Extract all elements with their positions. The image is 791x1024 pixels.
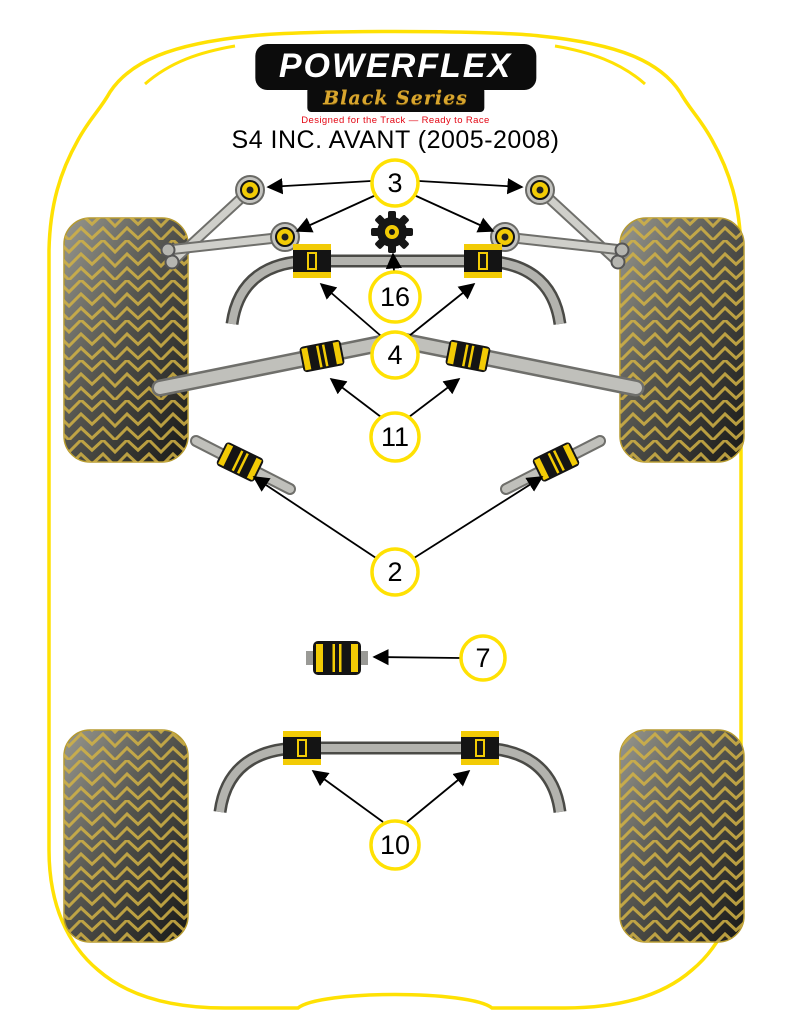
callout-7: 7 bbox=[459, 634, 507, 682]
tire-front-left bbox=[63, 217, 189, 463]
callout-10: 10 bbox=[369, 819, 421, 871]
logo-tagline: Designed for the Track — Ready to Race bbox=[301, 114, 490, 126]
callout-2: 2 bbox=[370, 547, 420, 597]
callout-4: 4 bbox=[370, 330, 420, 380]
gear-bush bbox=[371, 211, 413, 253]
brand-block: POWERFLEX Black Series Designed for the … bbox=[254, 44, 537, 126]
vehicle-outline bbox=[47, 29, 743, 1010]
callout-7-label: 7 bbox=[475, 643, 490, 673]
upper-arm-right bbox=[499, 184, 630, 270]
rear-anti-roll-bar bbox=[213, 741, 567, 814]
hood-line-right bbox=[554, 44, 646, 86]
callout-arrows bbox=[252, 178, 544, 823]
callout-11-label: 11 bbox=[381, 422, 409, 452]
tire-rear-right bbox=[619, 729, 745, 943]
bush-rear-mount bbox=[306, 641, 368, 675]
callout-10-label: 10 bbox=[380, 830, 410, 860]
bush-lower-arm-left bbox=[298, 339, 346, 373]
lower-arm-right bbox=[389, 331, 645, 397]
bush-front-arb-left bbox=[292, 243, 332, 279]
bush-rear-arb-right bbox=[460, 730, 500, 766]
callout-3-label: 3 bbox=[387, 168, 402, 198]
diagram-title: S4 INC. AVANT (2005-2008) bbox=[231, 126, 560, 154]
callout-4-label: 4 bbox=[387, 340, 402, 370]
callout-2-label: 2 bbox=[387, 557, 402, 587]
tire-rear-left bbox=[63, 729, 189, 943]
tire-front-right bbox=[619, 217, 745, 463]
powerflex-logo: POWERFLEX bbox=[254, 44, 537, 90]
hood-line-left bbox=[144, 44, 236, 86]
bush-lower-arm-right bbox=[444, 339, 492, 373]
callout-16-label: 16 bbox=[380, 282, 410, 312]
bush-rear-arb-left bbox=[282, 730, 322, 766]
bush-upper-arm-front-left bbox=[235, 175, 265, 205]
callout-16: 16 bbox=[368, 270, 422, 324]
upper-arm-left bbox=[160, 184, 291, 270]
lower-arm-left bbox=[151, 331, 407, 397]
callout-3: 3 bbox=[370, 158, 420, 208]
bush-upper-arm-front-right bbox=[525, 175, 555, 205]
callout-11: 11 bbox=[369, 411, 421, 463]
black-series-banner: Black Series bbox=[307, 87, 484, 112]
bush-front-arb-right bbox=[463, 243, 503, 279]
